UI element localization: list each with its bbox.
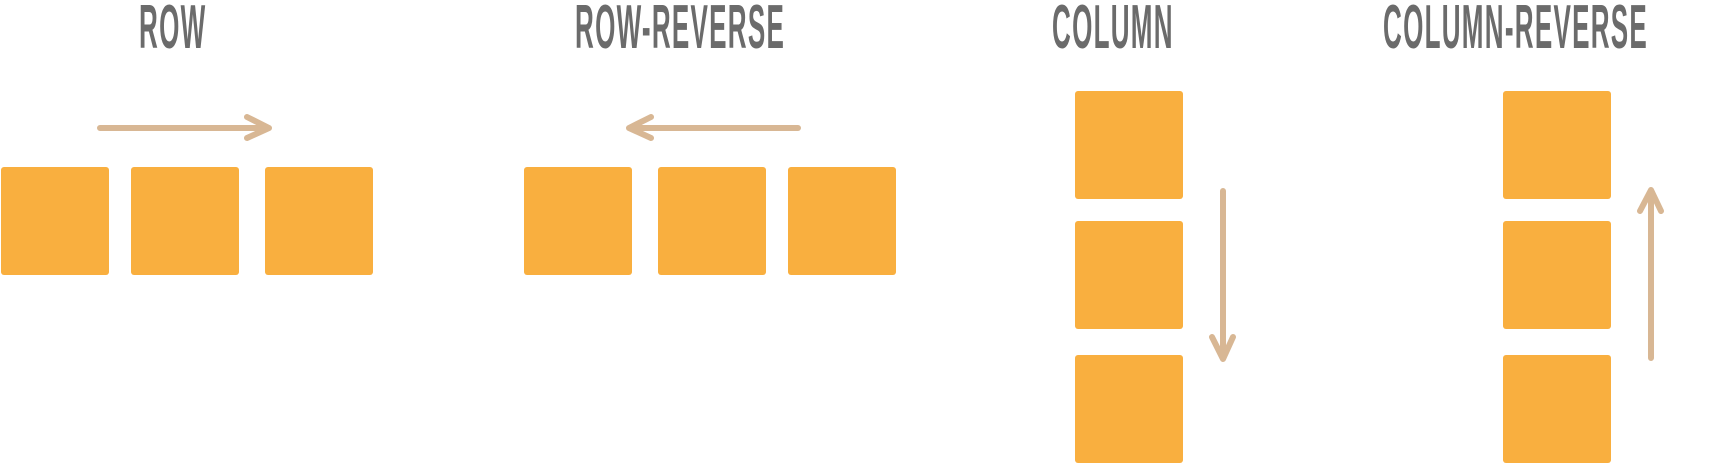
flex-item-1 xyxy=(1,167,109,275)
flex-item-2 xyxy=(131,167,239,275)
flex-item-3 xyxy=(1503,355,1611,463)
title-column: COLUMN xyxy=(1052,0,1174,62)
flex-item-1 xyxy=(524,167,632,275)
title-row-reverse: ROW-REVERSE xyxy=(575,0,786,62)
title-column-reverse: COLUMN-REVERSE xyxy=(1383,0,1649,62)
flex-item-2 xyxy=(1075,221,1183,329)
title-row: ROW xyxy=(139,0,207,62)
flex-item-2 xyxy=(1503,221,1611,329)
flex-item-3 xyxy=(265,167,373,275)
flex-item-2 xyxy=(658,167,766,275)
flex-item-1 xyxy=(1075,91,1183,199)
flex-item-3 xyxy=(788,167,896,275)
flex-item-3 xyxy=(1075,355,1183,463)
flex-item-1 xyxy=(1503,91,1611,199)
